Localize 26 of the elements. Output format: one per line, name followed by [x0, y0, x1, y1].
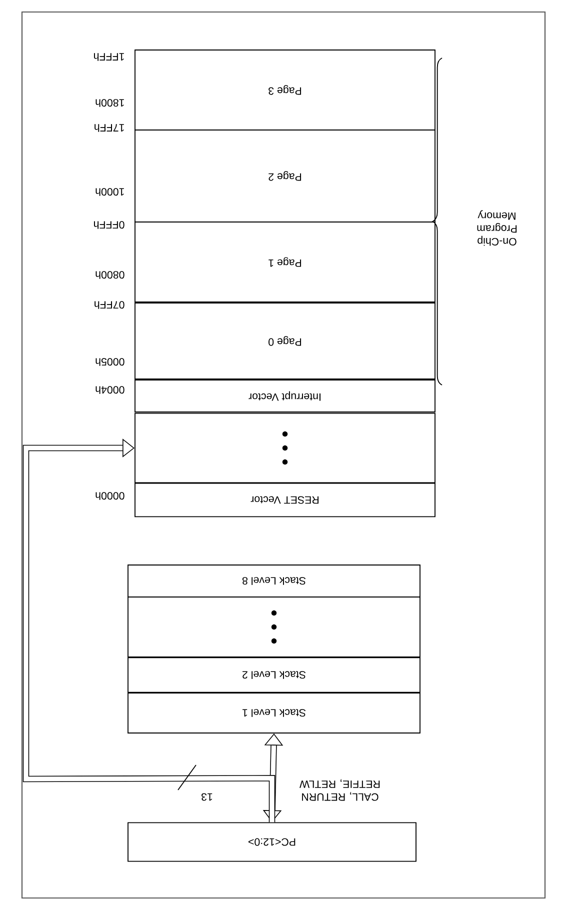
memory-cell: Page 1 [134, 222, 436, 302]
memory-cell: Page 0 [134, 302, 436, 380]
edge-label: CALL, RETURN RETFIE, RETLW [300, 779, 380, 801]
memory-cell: Stack Level 2 [128, 657, 420, 693]
edge-label: 13 [202, 793, 212, 801]
ellipsis-cell [134, 412, 436, 484]
memory-label: On-Chip Program Memory [477, 210, 517, 246]
memory-cell: Page 2 [134, 130, 436, 222]
address-label: 0000h [96, 492, 124, 500]
address-label: 0FFFh [94, 221, 124, 229]
ellipsis-cell [128, 596, 420, 658]
memory-cell: Stack Level 1 [128, 692, 420, 734]
memory-cell: Interrupt Vector [134, 380, 436, 412]
address-label: 0800h [96, 271, 124, 279]
memory-cell: PC<12:0> [128, 822, 416, 862]
address-label: 1FFFh [94, 53, 124, 61]
address-label: 0005h [96, 358, 124, 366]
address-label: 17FFh [94, 124, 124, 132]
bus-arrow [22, 438, 276, 822]
address-label: 1800h [96, 99, 124, 107]
memory-cell: RESET Vector [134, 482, 436, 518]
memory-cell: Stack Level 8 [128, 564, 420, 598]
address-label: 0004h [96, 386, 124, 394]
memory-cell: Page 3 [134, 50, 436, 130]
address-label: 07FFh [94, 301, 124, 309]
address-label: 1000h [96, 188, 124, 196]
